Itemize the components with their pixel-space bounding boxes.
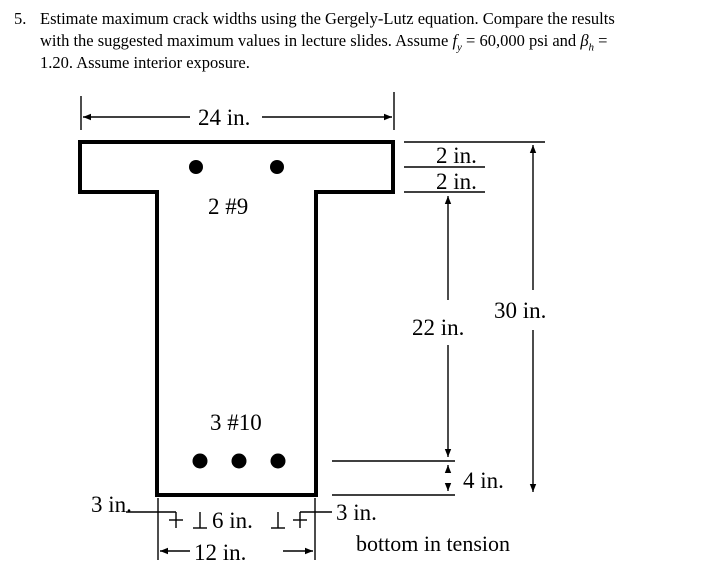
bottom-bar (270, 453, 286, 469)
bottom-dimensions (126, 498, 332, 560)
t-beam-section (78, 140, 395, 497)
flange-bar-spacing-label: 2 in. (436, 169, 477, 194)
problem-text: Estimate maximum crack widths using the … (40, 8, 700, 74)
problem-line-2-text: with the suggested maximum values in lec… (40, 31, 453, 50)
beta-subscript: h (588, 41, 595, 54)
web-height-label: 22 in. (412, 315, 464, 340)
fy-value: = 60,000 psi and (461, 31, 581, 50)
top-cover-label: 2 in. (436, 143, 477, 168)
top-bar (270, 160, 284, 174)
bottom-bar (192, 453, 208, 469)
top-bar (189, 160, 203, 174)
total-height-label: 30 in. (494, 298, 546, 323)
beta-equals: = (594, 31, 608, 50)
fy-subscript: y (457, 41, 462, 54)
web-width-label: 12 in. (194, 540, 246, 565)
flange-width-dimension (80, 92, 395, 130)
problem-line-2: with the suggested maximum values in lec… (40, 30, 700, 54)
left-cover-label: 3 in. (91, 492, 132, 517)
right-cover-label: 3 in. (336, 500, 377, 525)
bottom-cover-label: 4 in. (463, 468, 504, 493)
bottom-bar (231, 453, 247, 469)
flange-width-label: 24 in. (198, 105, 250, 130)
bottom-bars-label: 3 #10 (210, 410, 262, 435)
beta-symbol: β (580, 31, 589, 50)
bar-spacing-label: 6 in. (212, 508, 253, 533)
problem-line-1: Estimate maximum crack widths using the … (40, 9, 615, 28)
fy-symbol: f (452, 31, 458, 50)
problem-line-3: 1.20. Assume interior exposure. (40, 53, 250, 72)
problem-number: 5. (14, 9, 27, 28)
vertical-dimensions (332, 141, 545, 496)
top-bars-label: 2 #9 (208, 194, 248, 219)
tension-note: bottom in tension (356, 531, 510, 556)
